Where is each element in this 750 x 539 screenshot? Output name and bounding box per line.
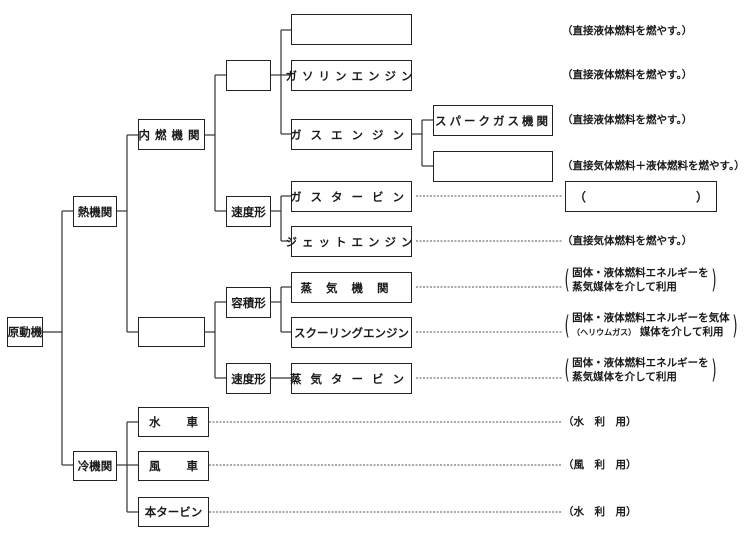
- node-spark-gas-engine: スパークガス機関: [433, 105, 553, 136]
- node-gas-turbine: ガスタービン: [290, 181, 412, 212]
- note-blank-top: （直接液体燃料を燃やす。）: [562, 25, 693, 37]
- note-blank-gas-sub: （直接気体燃料＋液体燃料を燃やす。）: [562, 160, 745, 172]
- node-steam-engine: 蒸気機関: [291, 272, 412, 303]
- note-steam-engine: ( 固体・液体燃料エネルギーを 蒸気媒体を介して利用 ): [564, 265, 717, 295]
- node-water-turbine: 本タービン: [138, 497, 209, 527]
- node-windmill: 風 車: [138, 451, 209, 481]
- node-ec-velocity-type: 速度形: [226, 363, 271, 394]
- note-stirling-engine: ( 固体・液体燃料エネルギーを気体 （ヘリウムガス） 媒体を介して利用 ): [564, 310, 738, 341]
- node-prime-mover: 原動機: [7, 317, 43, 347]
- note-steam-turbine: ( 固体・液体燃料エネルギーを 蒸気媒体を介して利用 ): [564, 355, 717, 385]
- node-gasoline-engine: ガソリンエンジン: [286, 60, 413, 91]
- node-stirling-engine: スクーリングエンジン: [291, 317, 412, 348]
- node-blank-gas-sub: [433, 151, 553, 182]
- node-heat-engine: 熱機関: [73, 196, 117, 227]
- node-internal-combustion: 内燃機関: [138, 119, 205, 150]
- node-ec-positive-displacement: 容積形: [226, 287, 271, 318]
- note-jet-engine: （直接気体燃料を燃やす。）: [562, 235, 693, 247]
- node-external-combustion-blank: [138, 317, 205, 347]
- answer-box-gas-turbine[interactable]: （ ）: [565, 181, 717, 212]
- note-water-wheel: （水 利 用）: [563, 416, 637, 428]
- node-steam-turbine: 蒸気タービン: [290, 363, 412, 394]
- node-ic-velocity-type: 速度形: [226, 196, 271, 227]
- node-jet-engine: ジェットエンジン: [286, 226, 413, 257]
- note-spark-gas-engine: （直接液体燃料を燃やす。）: [562, 114, 693, 126]
- dotted-leaders: [209, 195, 562, 513]
- note-windmill: （風 利 用）: [563, 459, 637, 471]
- node-water-wheel: 水 車: [138, 407, 209, 437]
- node-gas-engine: ガスエンジン: [290, 119, 412, 150]
- note-water-turbine: （水 利 用）: [563, 506, 637, 518]
- node-blank-top: [291, 14, 412, 45]
- node-cold-engine: 冷機関: [73, 451, 117, 481]
- node-ic-blank-group: [226, 60, 271, 91]
- note-gasoline-engine: （直接液体燃料を燃やす。）: [562, 69, 693, 81]
